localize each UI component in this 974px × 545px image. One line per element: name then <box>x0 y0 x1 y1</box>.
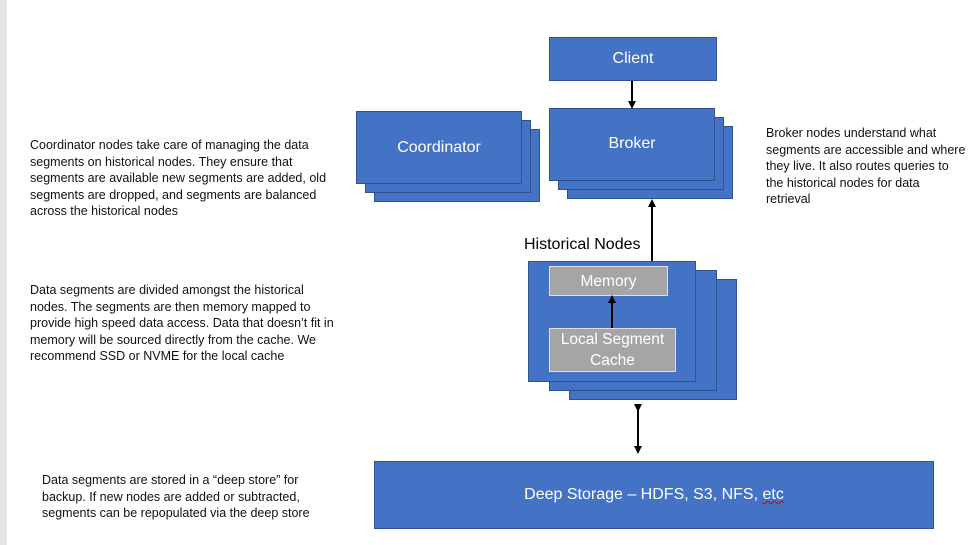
broker-label: Broker <box>608 135 656 152</box>
coordinator-description: Coordinator nodes take care of managing … <box>30 138 327 218</box>
client-box: Client <box>549 37 717 81</box>
coordinator-box: Coordinator <box>356 111 522 184</box>
data-segments-description: Data segments are divided amongst the hi… <box>30 283 334 363</box>
broker-box: Broker <box>549 108 715 181</box>
local-segment-cache-box: Local Segment Cache <box>549 328 676 372</box>
left-edge-bar <box>0 0 7 545</box>
historical-nodes-title: Historical Nodes <box>524 236 641 253</box>
memory-box: Memory <box>549 266 668 296</box>
deep-storage-box: Deep Storage – HDFS, S3, NFS, etc <box>374 461 934 529</box>
broker-description: Broker nodes understand what segments ar… <box>766 126 966 206</box>
coordinator-label: Coordinator <box>397 138 481 156</box>
deep-store-description: Data segments are stored in a “deep stor… <box>42 473 310 520</box>
client-label: Client <box>612 50 654 67</box>
deep-storage-etc: etc <box>762 486 784 503</box>
deep-storage-label: Deep Storage – HDFS, S3, NFS, etc <box>524 486 784 503</box>
